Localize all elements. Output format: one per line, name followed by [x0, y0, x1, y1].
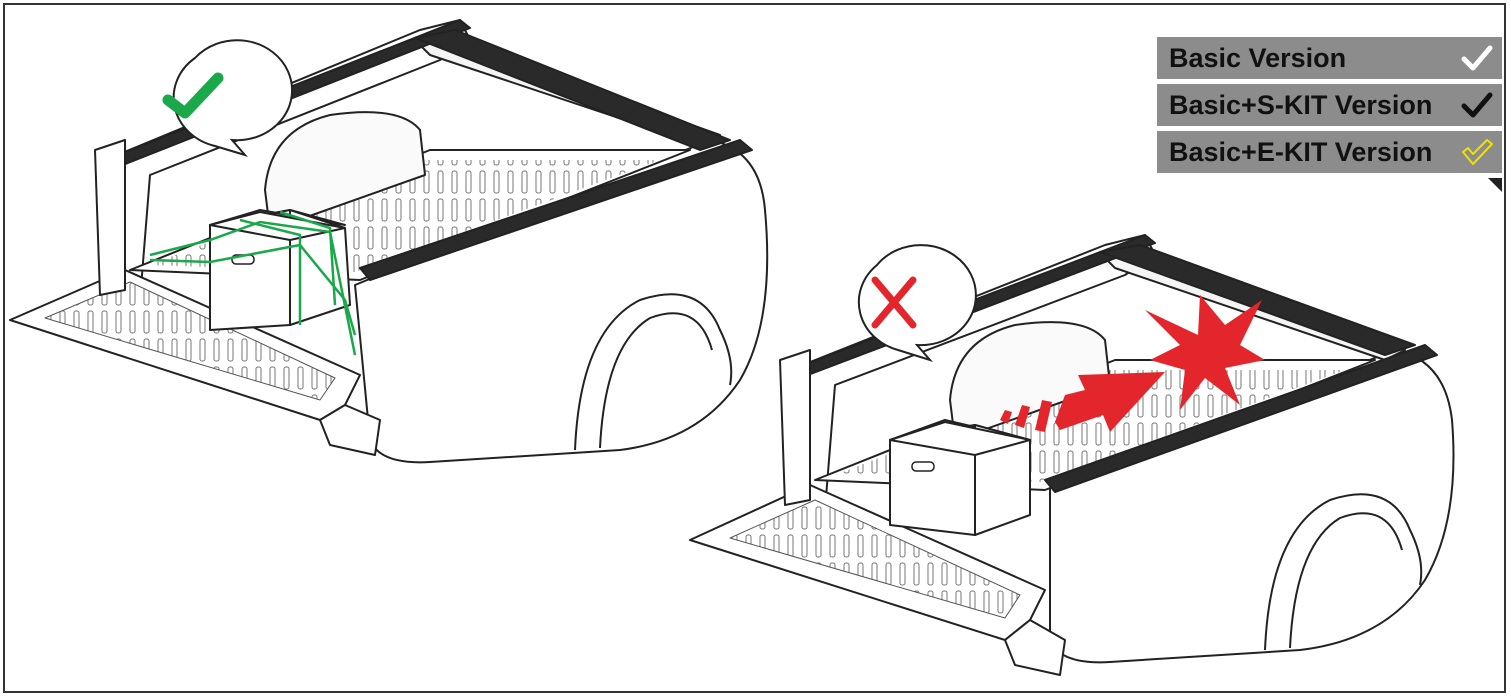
truck-body [1049, 349, 1455, 664]
wheel-well [949, 321, 1111, 441]
legend-label: Basic+E-KIT Version [1169, 136, 1433, 167]
tonneau-rail-front [1099, 244, 1416, 356]
truck-left [9, 19, 769, 464]
check-icon [1461, 45, 1493, 71]
check-icon [162, 72, 224, 119]
version-legend: Basic Version Basic+S-KIT Version Basic+… [1157, 37, 1502, 192]
incorrect-marker [857, 244, 977, 363]
legend-label: Basic Version [1169, 42, 1347, 73]
truck-body [354, 139, 769, 464]
cross-icon [871, 276, 917, 329]
legend-row-basic: Basic Version [1157, 37, 1502, 79]
legend-corner [1488, 178, 1502, 192]
wheel-arch [1264, 493, 1423, 651]
wheel-well [264, 111, 426, 231]
legend-row-s-kit: Basic+S-KIT Version [1157, 84, 1502, 126]
truck-right [689, 234, 1455, 676]
tonneau-rail-front [414, 29, 731, 151]
correct-marker [162, 39, 294, 157]
legend-row-e-kit: Basic+E-KIT Version [1157, 131, 1502, 173]
tonneau-rail-right [359, 139, 753, 281]
diagram-frame [3, 3, 1506, 693]
tonneau-rail-right [1044, 344, 1438, 493]
arrow-forward-icon [1000, 410, 1012, 424]
legend-label: Basic+S-KIT Version [1169, 89, 1433, 120]
tie-down-straps [149, 210, 357, 356]
wheel-arch [574, 293, 733, 451]
impact-burst-icon [1145, 295, 1265, 410]
check-icon [1461, 92, 1493, 118]
shift-arrows [1000, 295, 1265, 432]
check-outline-icon [1462, 139, 1493, 165]
